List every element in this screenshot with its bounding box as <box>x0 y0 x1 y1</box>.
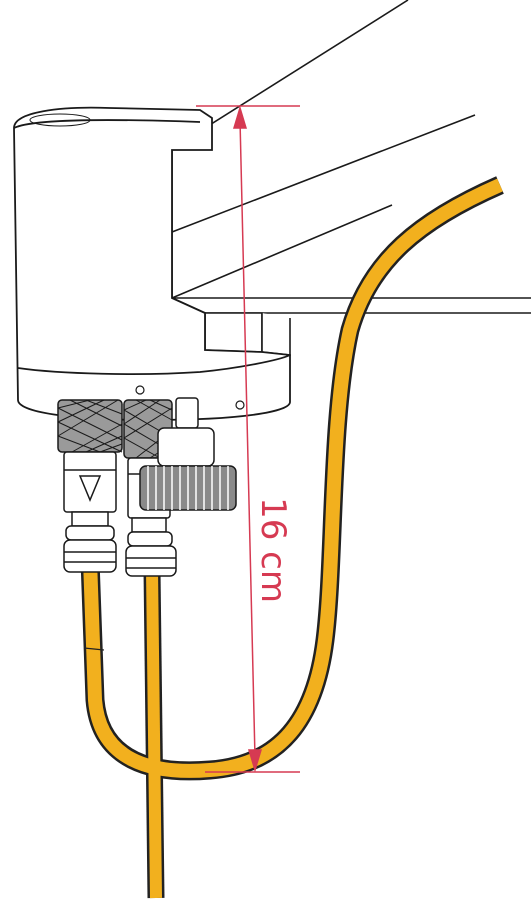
water-hose <box>80 176 504 899</box>
base-dots <box>135 385 245 410</box>
dimension-arrow-top <box>232 105 248 129</box>
mounting-nut <box>204 312 291 356</box>
dimension-line <box>239 119 256 759</box>
dimension-label: 16 cm <box>253 497 293 603</box>
filter-body <box>13 106 291 421</box>
inlet-connector-left <box>57 399 123 573</box>
outlet-knob <box>139 397 237 511</box>
countertop-lines <box>169 0 531 314</box>
dimension-arrow-bottom <box>247 749 263 773</box>
height-dimension <box>196 105 300 773</box>
